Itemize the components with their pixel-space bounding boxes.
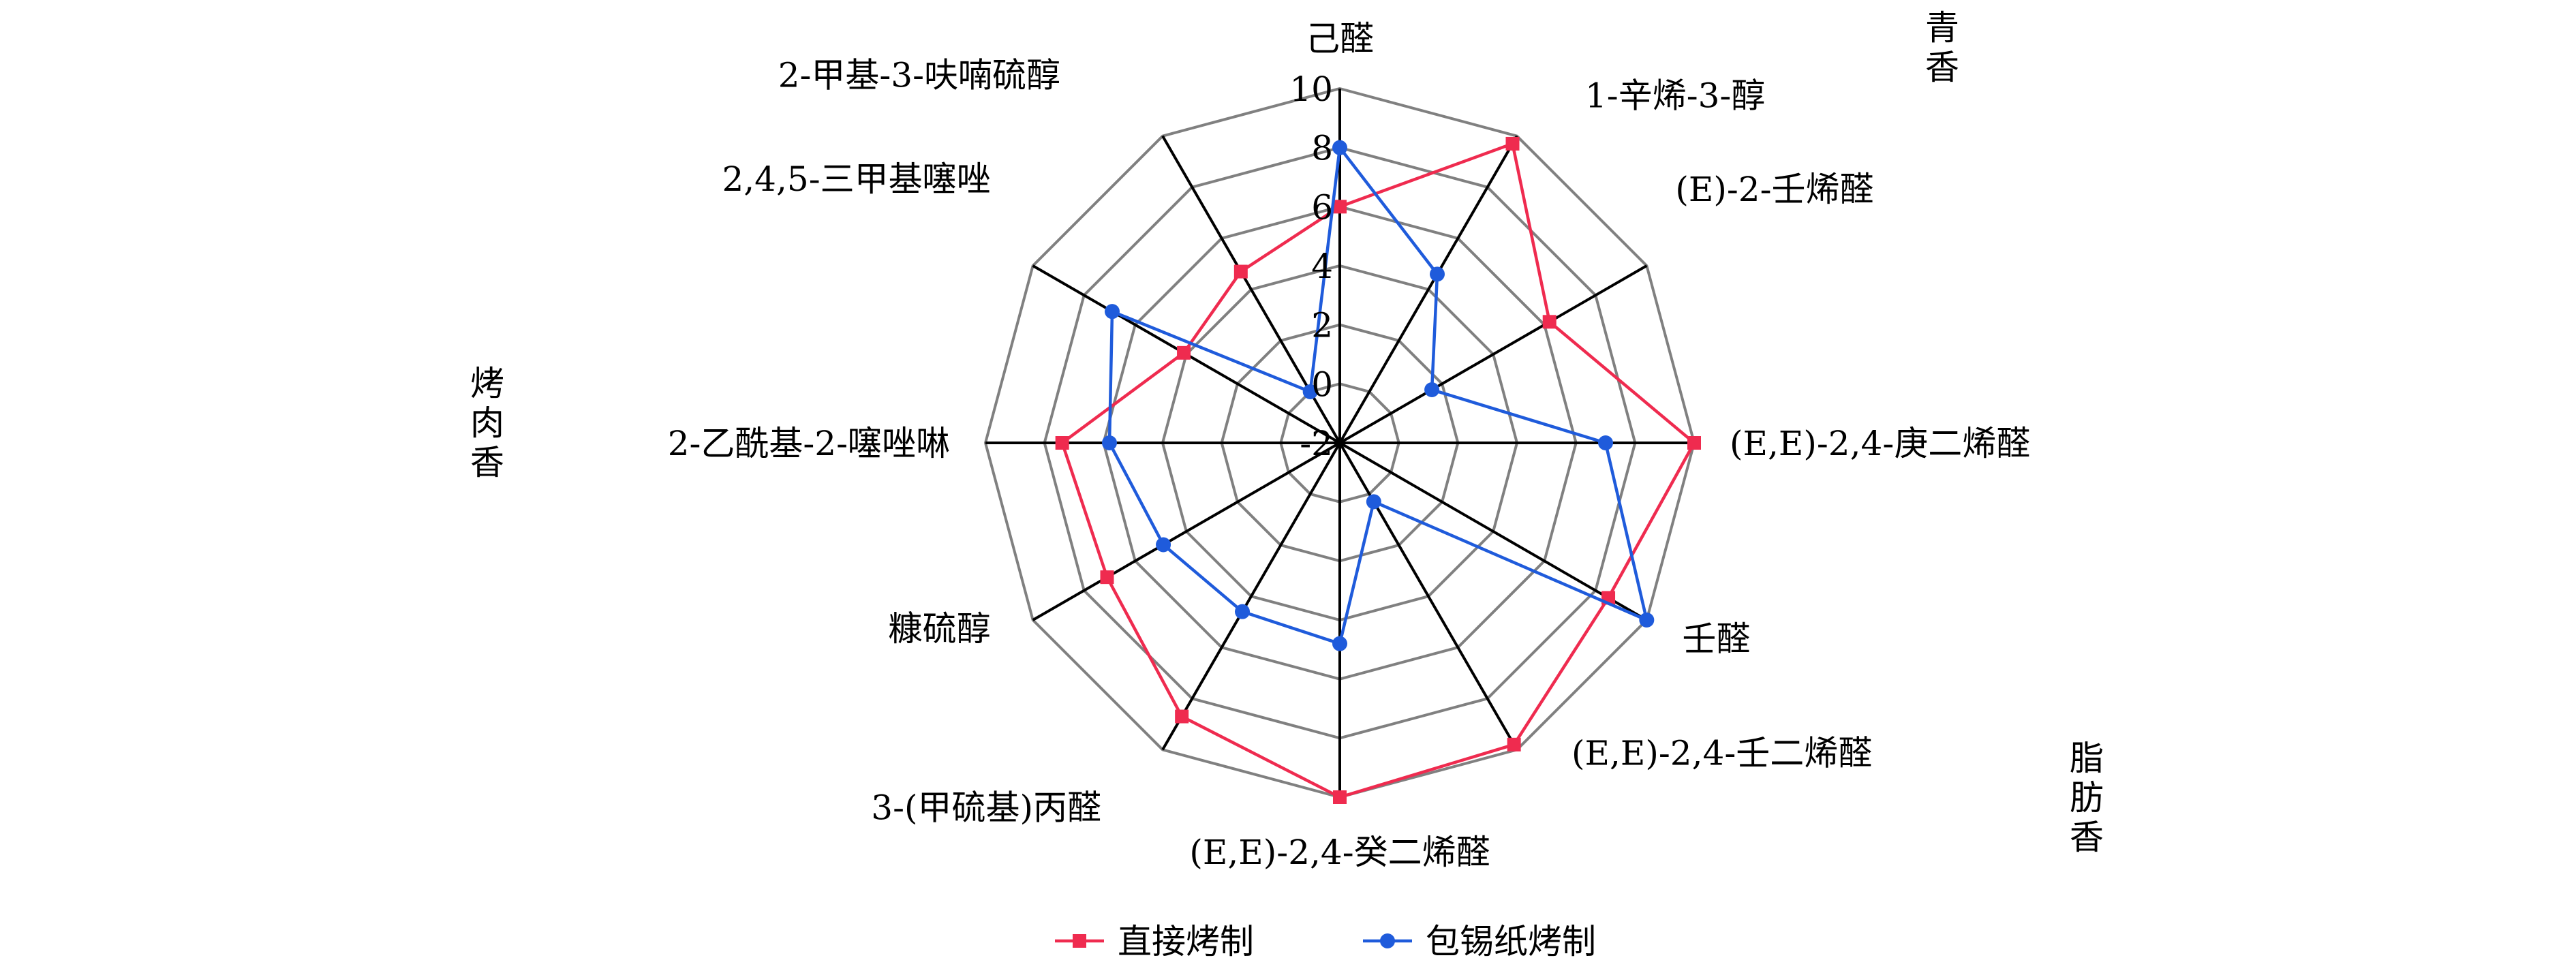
- data-point-square: [1333, 200, 1347, 214]
- aroma-group-label: 青香: [1925, 8, 1959, 87]
- category-label: (E)-2-壬烯醛: [1675, 170, 1873, 209]
- data-point-square: [1233, 264, 1248, 279]
- category-label: 1-辛烯-3-醇: [1585, 76, 1765, 116]
- category-label: 2-甲基-3-呋喃硫醇: [778, 56, 1060, 95]
- data-point-circle: [1156, 537, 1171, 553]
- radar-spoke: [1161, 442, 1341, 751]
- data-point-square: [1333, 790, 1347, 804]
- category-label: 2,4,5-三甲基噻唑: [722, 159, 990, 199]
- series-line-1: [1060, 141, 1696, 799]
- category-label: 糠硫醇: [889, 609, 991, 649]
- radar-spoke: [1339, 442, 1648, 621]
- radar-spoke: [1339, 264, 1648, 444]
- data-point-square: [1177, 345, 1191, 360]
- series-line-2: [1107, 143, 1649, 646]
- data-point-circle: [1366, 494, 1381, 510]
- aroma-group-label: 脂肪香: [2070, 739, 2104, 857]
- legend-marker-square: [1073, 934, 1086, 948]
- legend: 直接烤制 包锡纸烤制: [1055, 922, 1596, 961]
- radar-spoke: [1338, 442, 1518, 751]
- tick-label: 6: [1311, 187, 1333, 227]
- tick-label: -2: [1300, 424, 1333, 463]
- category-label: 3-(甲硫基)丙醛: [871, 788, 1101, 827]
- radar-spoke: [1338, 135, 1518, 444]
- data-point-square: [1100, 570, 1114, 585]
- category-label: (E,E)-2,4-壬二烯醛: [1571, 733, 1872, 773]
- tick-label: 0: [1311, 365, 1333, 404]
- data-point-circle: [1235, 604, 1250, 619]
- legend-marker-circle: [1380, 933, 1395, 948]
- data-point-circle: [1102, 435, 1117, 450]
- radar-spoke: [1032, 442, 1340, 621]
- data-point-circle: [1598, 435, 1613, 450]
- data-point-circle: [1302, 384, 1318, 399]
- aroma-group-label: 烤肉香: [470, 364, 504, 482]
- tick-label: 8: [1311, 129, 1333, 168]
- data-point-square: [1687, 436, 1701, 450]
- data-point-square: [1505, 136, 1520, 151]
- category-label: 己醛: [1306, 19, 1374, 59]
- data-point-circle: [1332, 140, 1347, 155]
- tick-label: 4: [1311, 247, 1333, 286]
- legend-label: 直接烤制: [1118, 922, 1254, 961]
- radial-tick-labels: -2 0 2 4 6 8 10: [1289, 69, 1333, 463]
- radar-spokes: [985, 89, 1694, 797]
- data-point-circle: [1424, 382, 1440, 397]
- data-point-circle: [1639, 613, 1655, 628]
- tick-label: 2: [1311, 306, 1333, 345]
- data-point-square: [1055, 436, 1069, 450]
- category-label: 2-乙酰基-2-噻唑啉: [668, 424, 950, 463]
- legend-label: 包锡纸烤制: [1426, 922, 1596, 961]
- category-label: (E,E)-2,4-庚二烯醛: [1730, 424, 2030, 463]
- data-point-circle: [1430, 266, 1445, 282]
- data-point-circle: [1332, 636, 1347, 651]
- radar-series: [1055, 136, 1701, 804]
- data-point-circle: [1105, 304, 1120, 320]
- category-label: 壬醛: [1682, 619, 1750, 659]
- category-label: (E,E)-2,4-癸二烯醛: [1189, 833, 1490, 872]
- tick-label: 10: [1289, 69, 1333, 109]
- data-point-square: [1542, 315, 1557, 329]
- data-point-square: [1175, 709, 1189, 724]
- data-point-square: [1507, 737, 1521, 752]
